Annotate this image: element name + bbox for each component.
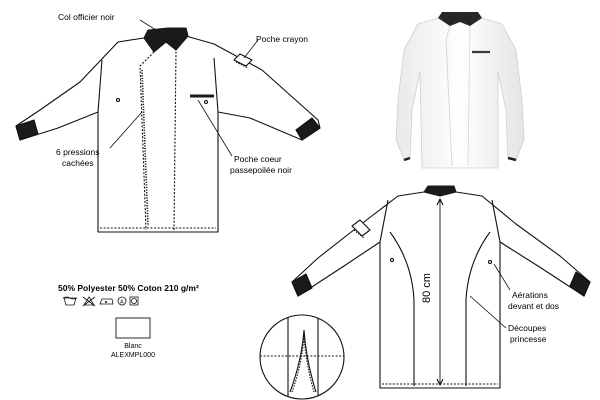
front-placket-line	[139, 51, 155, 231]
back-right-cuff	[569, 271, 591, 297]
no-bleach-icon	[82, 296, 96, 307]
back-body-outline	[291, 191, 591, 389]
seams-label-line2: princesse	[510, 334, 547, 344]
front-right-armhole	[213, 57, 219, 113]
snap-fastener-line	[141, 69, 149, 227]
iron-icon	[99, 298, 114, 305]
swatch-color-name: Blanc	[124, 343, 142, 350]
swatch-reference: ALEXMPL000	[111, 352, 155, 359]
vents-label-line1: Aérations	[512, 290, 548, 300]
back-right-armhole	[491, 199, 501, 243]
snaps-label-line1: 6 pressions	[56, 147, 99, 157]
front-body-outline	[15, 35, 321, 233]
princess-seam-right	[465, 231, 491, 386]
chest-pocket-label-line1: Poche coeur	[234, 154, 282, 164]
product-photo	[395, 12, 525, 169]
photo-collar	[438, 12, 482, 26]
back-jacket-drawing	[291, 185, 591, 389]
fabric-composition: 50% Polyester 50% Coton 210 g/m²	[58, 283, 199, 293]
front-right-cuff	[295, 117, 321, 141]
pen-pocket-label: Poche crayon	[256, 34, 308, 44]
back-pointers	[469, 263, 511, 329]
svg-text:A: A	[120, 300, 124, 306]
front-jacket-drawing	[15, 27, 321, 233]
snaps-label-line2: cachées	[62, 158, 94, 168]
back-collar	[423, 185, 457, 197]
seams-label-line1: Découpes	[508, 323, 546, 333]
length-label: 80 cm	[421, 273, 433, 303]
princess-seam-left	[389, 231, 415, 386]
front-pointers	[109, 19, 259, 157]
zoom-detail-circle	[259, 314, 345, 400]
color-swatch	[115, 317, 151, 339]
wash-40-icon	[62, 296, 78, 306]
pen-pocket	[233, 53, 253, 67]
back-left-cuff	[291, 273, 313, 297]
front-left-armhole	[97, 59, 103, 113]
photo-jacket-body	[395, 17, 525, 169]
back-left-armhole	[379, 199, 389, 243]
collar-label: Col officier noir	[58, 12, 115, 22]
care-icons-row: A	[62, 296, 139, 307]
dry-clean-A-icon: A	[117, 296, 127, 306]
front-left-cuff	[15, 119, 39, 141]
chest-pocket-label-line2: passepoilée noir	[230, 165, 292, 175]
vents-label-line2: devant et dos	[508, 301, 559, 311]
back-pen-pocket	[351, 219, 371, 237]
tumble-dry-icon	[129, 296, 139, 306]
